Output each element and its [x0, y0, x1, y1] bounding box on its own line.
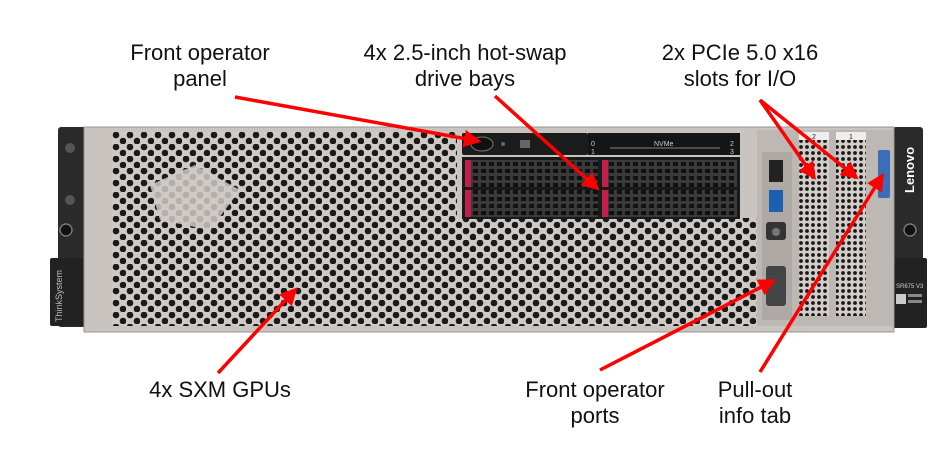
drive-bay-1[interactable]	[465, 190, 598, 217]
arrow-front-operator-panel	[234, 95, 482, 148]
right-rack-ear: Lenovo SR675 V3	[889, 127, 927, 328]
drive-bays	[462, 157, 740, 219]
bay-0-label: 0	[591, 141, 595, 148]
drive-bay-0[interactable]	[465, 160, 598, 187]
left-rack-ear: ThinkSystem	[50, 127, 90, 327]
label-front-operator-ports: Front operator ports	[525, 377, 665, 428]
arrow-info-tab	[758, 173, 884, 373]
bay-2-label: 2	[730, 141, 734, 148]
drive-bay-2[interactable]	[602, 160, 737, 187]
bay-3-label: 3	[730, 149, 734, 156]
callout-arrows	[216, 94, 884, 375]
label-drive-bays: 4x 2.5-inch hot-swap drive bays	[363, 40, 567, 91]
arrow-pcie-slot-2	[758, 98, 817, 180]
pull-out-info-tab[interactable]	[878, 150, 890, 198]
slot-1-label: 1	[849, 134, 853, 141]
arrow-front-operator-ports	[599, 279, 777, 372]
arrow-pcie-slot-1	[758, 98, 859, 180]
arrow-drive-bays	[493, 94, 600, 191]
serial-port[interactable]	[766, 266, 786, 306]
bay-1-label: 1	[591, 149, 595, 156]
slot-2-label: 2	[812, 134, 816, 141]
brand-left-text: ThinkSystem	[54, 270, 64, 322]
model-text: SR675 V3	[896, 284, 924, 290]
label-front-operator-panel: Front operator panel	[130, 40, 270, 91]
label-sxm-gpus: 4x SXM GPUs	[149, 377, 291, 402]
label-pcie-slots: 2x PCIe 5.0 x16 slots for I/O	[661, 40, 819, 91]
brand-right-text: Lenovo	[902, 147, 917, 193]
usb-port-2[interactable]	[769, 190, 783, 212]
front-operator-panel[interactable]	[462, 133, 588, 155]
nvme-label: NVMe	[654, 141, 674, 148]
usb-port-1[interactable]	[769, 160, 783, 182]
gpu-vent-grille	[112, 132, 457, 326]
arrow-sxm-gpus	[216, 287, 298, 375]
drive-bay-3[interactable]	[602, 190, 737, 217]
front-operator-ports	[762, 152, 792, 320]
label-info-tab: Pull-out info tab	[717, 377, 793, 428]
